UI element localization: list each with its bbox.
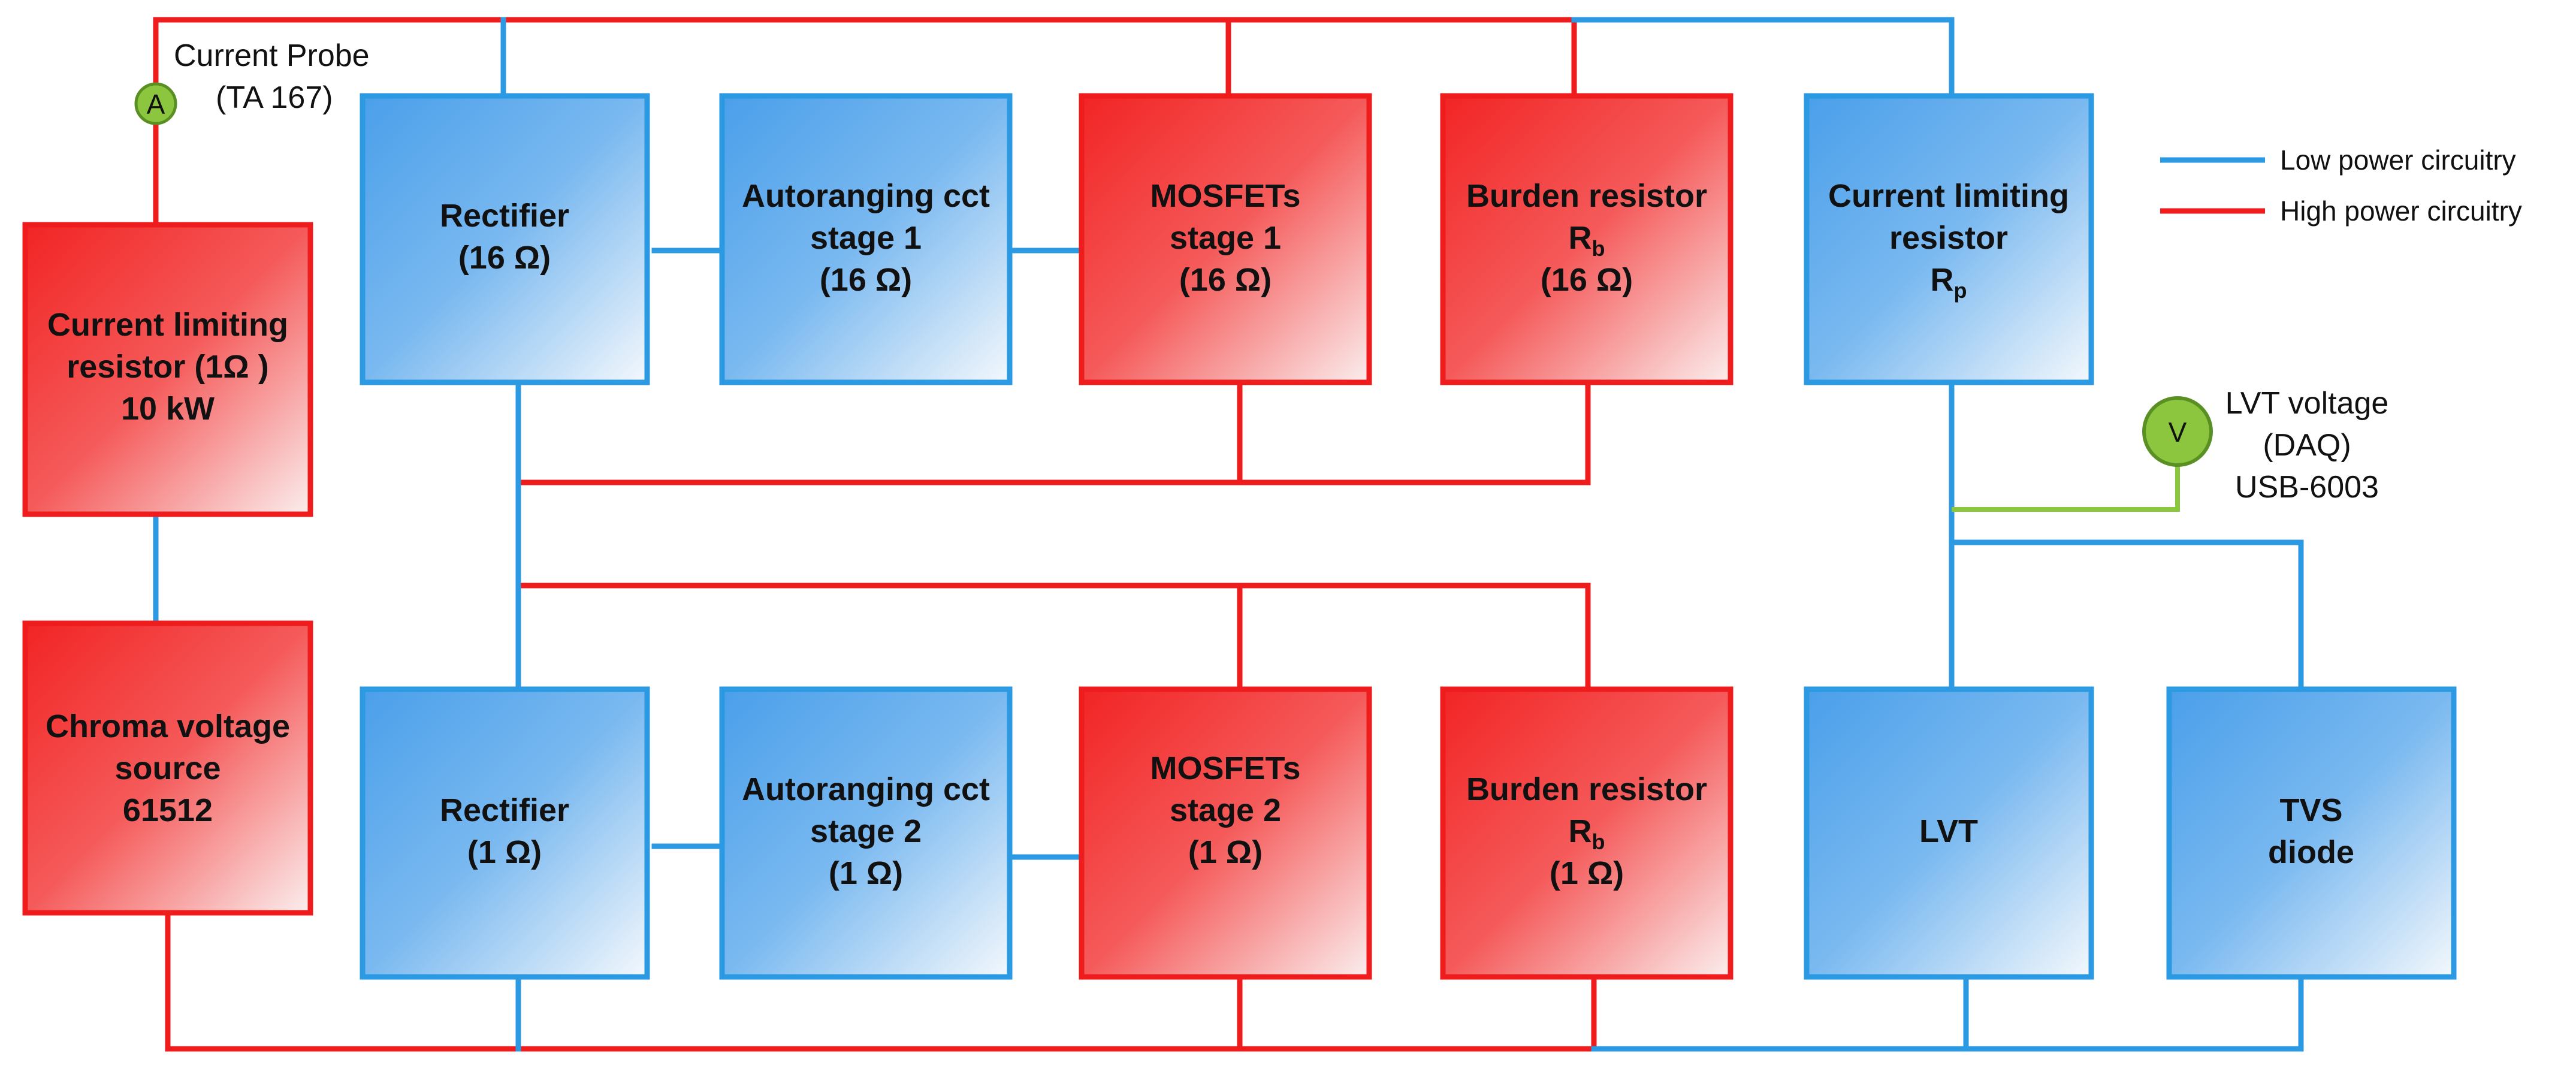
block-chroma-voltage-source: Chroma voltage source 61512 xyxy=(22,620,313,916)
ammeter-symbol: A xyxy=(147,89,165,120)
block-label-line2: Rb xyxy=(1569,813,1605,854)
block-autoranging-stage2: Autoranging cct stage 2 (1 Ω) xyxy=(719,686,1013,980)
block-label-line2: stage 1 xyxy=(1170,220,1281,256)
block-label-line2: resistor (1Ω ) xyxy=(67,349,268,385)
block-label-line3: Rp xyxy=(1931,262,1967,303)
legend-high-power-label: High power circuitry xyxy=(2280,195,2522,227)
block-rectifier-16ohm: Rectifier (16 Ω) xyxy=(360,93,650,385)
legend-low-power-label: Low power circuitry xyxy=(2280,144,2516,176)
block-current-limiting-1ohm: Current limiting resistor (1Ω ) 10 kW xyxy=(22,222,313,517)
block-lvt: LVT xyxy=(1804,686,2094,980)
block-label-line1: Burden resistor xyxy=(1466,178,1707,214)
block-label-line3: (16 Ω) xyxy=(1541,262,1633,298)
block-label-line2: stage 2 xyxy=(1170,792,1281,828)
block-label-line3: 61512 xyxy=(123,792,213,828)
block-label-line3: 10 kW xyxy=(121,391,215,427)
voltmeter-label-line1: LVT voltage xyxy=(2225,386,2389,421)
block-label-line1: Rectifier xyxy=(440,792,569,828)
ammeter-icon xyxy=(134,82,177,125)
block-label-line3: (1 Ω) xyxy=(1188,834,1263,870)
block-autoranging-stage1: Autoranging cct stage 1 (16 Ω) xyxy=(719,93,1013,385)
block-label-line3: (16 Ω) xyxy=(820,262,912,298)
block-label-line3: (1 Ω) xyxy=(1550,855,1624,891)
block-label-line2: (1 Ω) xyxy=(467,834,542,870)
voltmeter-label-line2: (DAQ) xyxy=(2263,428,2351,463)
block-tvs-diode: TVS diode xyxy=(2166,686,2457,980)
block-label-line1: Rectifier xyxy=(440,198,569,234)
block-label-line2: source xyxy=(114,750,221,786)
block-label-line1: Chroma voltage xyxy=(46,708,290,744)
probe-label-line1: Current Probe xyxy=(174,38,370,73)
block-label-line1: Current limiting xyxy=(1828,178,2069,214)
daq-wires xyxy=(1952,444,2180,512)
block-label-line1: MOSFETs xyxy=(1150,178,1300,214)
block-current-limiting-rp: Current limiting resistor Rp xyxy=(1804,93,2094,385)
lvt-voltmeter: V LVT voltage (DAQ) USB-6003 xyxy=(2142,386,2389,505)
block-label-line1: LVT xyxy=(1919,813,1978,849)
block-label-line2: Rb xyxy=(1569,220,1605,261)
block-label-line1: Autoranging cct xyxy=(742,178,990,214)
voltmeter-label-line3: USB-6003 xyxy=(2235,470,2379,505)
block-label-line1: Autoranging cct xyxy=(742,771,990,807)
current-probe-ammeter: A Current Probe (TA 167) xyxy=(134,38,370,125)
block-label-line1: MOSFETs xyxy=(1150,750,1300,786)
low-power-wires xyxy=(153,17,2304,1052)
block-mosfets-stage1: MOSFETs stage 1 (16 Ω) xyxy=(1079,93,1372,385)
voltmeter-wire xyxy=(1952,444,2180,512)
block-label-line2: stage 1 xyxy=(810,220,922,256)
block-mosfets-stage2: MOSFETs stage 2 (1 Ω) xyxy=(1079,686,1372,980)
voltmeter-icon xyxy=(2142,396,2213,467)
block-label-line3: (16 Ω) xyxy=(1179,262,1272,298)
block-label-line1: Burden resistor xyxy=(1466,771,1707,807)
lvt-to-tvs-bus xyxy=(1949,539,2304,692)
block-label-line3: (1 Ω) xyxy=(829,855,903,891)
high-power-wires xyxy=(153,17,1597,1052)
probe-label-line2: (TA 167) xyxy=(216,80,333,115)
block-label-line2: resistor xyxy=(1889,220,2008,256)
block-burden-resistor-16ohm: Burden resistor Rb (16 Ω) xyxy=(1440,93,1734,385)
block-label-line1: TVS xyxy=(2279,792,2342,828)
block-label-line2: stage 2 xyxy=(810,813,922,849)
legend: Low power circuitry High power circuitry xyxy=(2160,144,2522,227)
voltmeter-symbol: V xyxy=(2169,417,2187,448)
block-label-line2: (16 Ω) xyxy=(458,240,551,276)
block-label-line2: diode xyxy=(2268,834,2354,870)
block-label-line1: Current limiting xyxy=(47,307,288,343)
block-burden-resistor-1ohm: Burden resistor Rb (1 Ω) xyxy=(1440,686,1734,980)
block-rectifier-1ohm: Rectifier (1 Ω) xyxy=(360,686,650,980)
